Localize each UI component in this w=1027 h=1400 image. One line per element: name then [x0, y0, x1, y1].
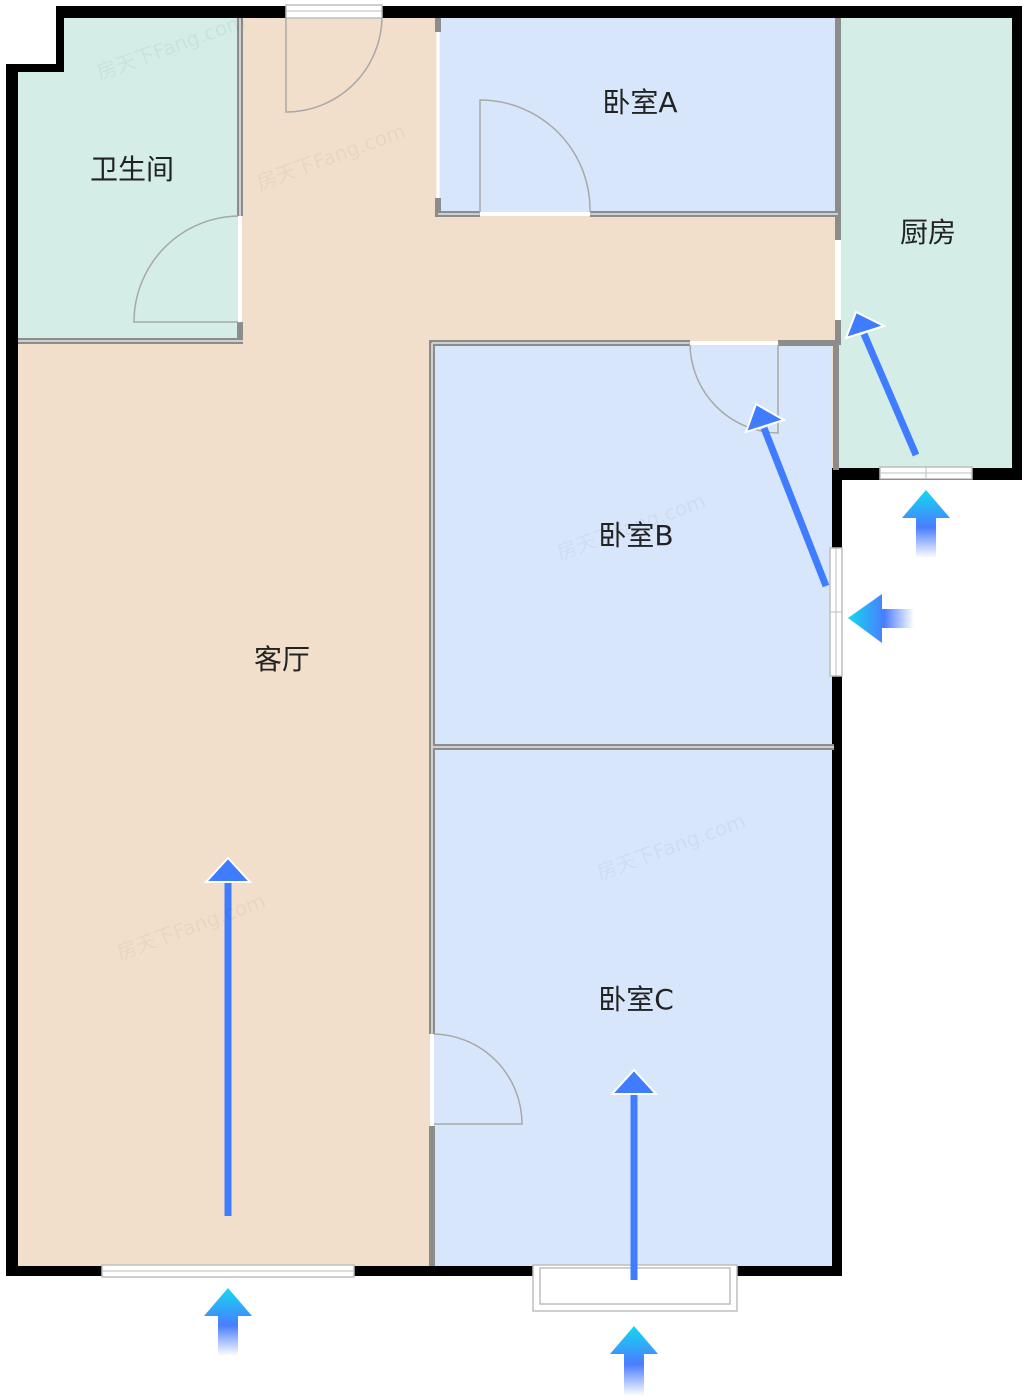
bedroom-a-area: [438, 18, 836, 212]
arrow-head-icon: [609, 1068, 659, 1095]
bathroom-area: [18, 18, 240, 338]
room-label-living-room: 客厅: [254, 643, 310, 676]
entry-arrow-up-icon: [902, 490, 950, 558]
kitchen-area: [838, 18, 1012, 468]
room-label-kitchen: 厨房: [900, 216, 956, 249]
circulation-arrows: [203, 310, 920, 1280]
arrow-head-icon: [203, 856, 253, 883]
entry-arrow-up-icon: [610, 1326, 658, 1396]
room-label-bedroom-b: 卧室B: [598, 519, 673, 552]
doors: [133, 17, 779, 1126]
entry-arrow-left-icon: [848, 594, 914, 643]
arrow-head-icon: [744, 402, 787, 434]
entry-arrows: [204, 490, 950, 1396]
windows: [101, 4, 973, 1312]
room-label-bedroom-c: 卧室C: [598, 983, 674, 1016]
interior-walls: [18, 18, 841, 1266]
arrow-head-icon: [844, 310, 887, 340]
entry-arrow-up-icon: [204, 1288, 252, 1356]
room-label-bedroom-a: 卧室A: [602, 86, 677, 119]
room-label-bathroom: 卫生间: [90, 153, 174, 186]
